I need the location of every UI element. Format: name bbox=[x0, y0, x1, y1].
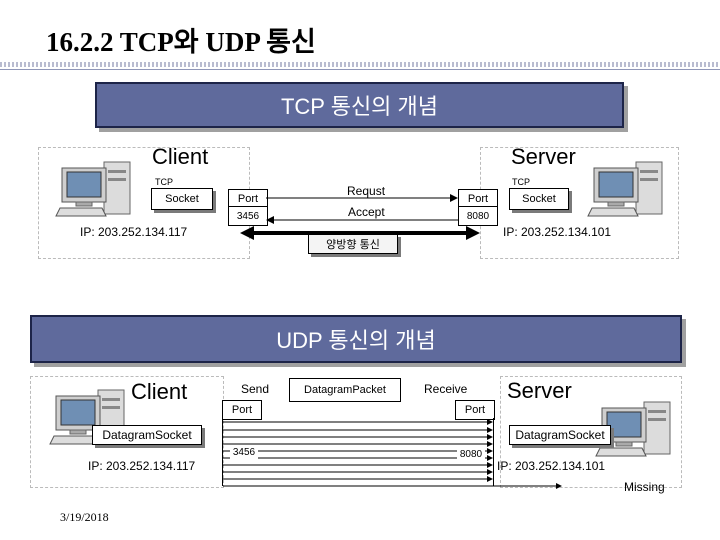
udp-packet-arrow-3 bbox=[223, 434, 493, 440]
tcp-client-port-number: 3456 bbox=[228, 206, 268, 226]
tcp-banner-label: TCP 통신의 개념 bbox=[280, 94, 439, 119]
udp-client-port-number: 3456 bbox=[230, 445, 258, 459]
tcp-bidirectional-text: 양방향 통신 bbox=[326, 239, 380, 251]
udp-client-datagram-socket: DatagramSocket bbox=[92, 425, 202, 445]
udp-server-port-line bbox=[493, 418, 494, 486]
tcp-bidirectional-arrow-left bbox=[240, 226, 254, 240]
tcp-request-arrow-head bbox=[450, 194, 458, 202]
udp-client-port-number-label: 3456 bbox=[232, 446, 256, 458]
udp-server-datagram-socket: DatagramSocket bbox=[509, 425, 611, 445]
tcp-server-socket-label: Socket bbox=[522, 193, 556, 205]
udp-client-port-label: Port bbox=[231, 404, 253, 416]
tcp-accept-label: Accept bbox=[348, 205, 385, 219]
udp-datagram-packet: DatagramPacket bbox=[289, 378, 401, 402]
udp-client-port-line bbox=[222, 418, 223, 486]
slide-title: 16.2.2 TCP와 UDP 통신 bbox=[46, 27, 316, 57]
udp-packet-arrow-5 bbox=[223, 448, 493, 454]
slide-date: 3/19/2018 bbox=[60, 510, 109, 524]
tcp-client-panel bbox=[38, 147, 250, 259]
udp-client-datagram-socket-label: DatagramSocket bbox=[102, 428, 192, 442]
tcp-server-port: Port bbox=[458, 189, 498, 209]
tcp-bidirectional-arrow-right bbox=[466, 226, 480, 240]
tcp-client-heading: Client bbox=[152, 144, 209, 169]
tcp-server-port-label: Port bbox=[467, 193, 489, 205]
tcp-server-port-number-label: 8080 bbox=[466, 210, 490, 222]
udp-send-label: Send bbox=[241, 382, 270, 396]
udp-packet-arrow-4 bbox=[223, 441, 493, 447]
tcp-client-port-number-label: 3456 bbox=[236, 210, 260, 222]
tcp-client-port-label: Port bbox=[237, 193, 259, 205]
udp-receive-label: Receive bbox=[424, 382, 468, 396]
udp-missing-arrow bbox=[223, 483, 562, 489]
udp-client-heading: Client bbox=[131, 379, 188, 404]
udp-banner-label: UDP 통신의 개념 bbox=[276, 328, 436, 353]
tcp-client-socket-label: Socket bbox=[165, 193, 199, 205]
tcp-server-heading: Server bbox=[511, 144, 576, 169]
udp-server-port: Port bbox=[455, 400, 495, 420]
udp-packet-arrow-6 bbox=[223, 455, 493, 461]
title-underline bbox=[0, 62, 720, 72]
udp-banner: UDP 통신의 개념 bbox=[30, 315, 682, 363]
tcp-client-port: Port bbox=[228, 189, 268, 209]
tcp-request-label: Requst bbox=[347, 184, 386, 198]
tcp-server-port-number: 8080 bbox=[458, 206, 498, 226]
udp-server-port-label: Port bbox=[464, 404, 486, 416]
tcp-server-socket: Socket bbox=[509, 188, 569, 210]
udp-server-port-number-label: 8080 bbox=[459, 448, 483, 460]
udp-packet-arrow-1 bbox=[223, 419, 493, 425]
tcp-client-protocol: TCP bbox=[155, 177, 173, 187]
tcp-banner: TCP 통신의 개념 bbox=[95, 82, 624, 128]
udp-packet-arrow-7 bbox=[223, 462, 493, 468]
udp-client-ip: IP: 203.252.134.117 bbox=[88, 459, 196, 473]
tcp-bidirectional-label: 양방향 통신 bbox=[308, 234, 398, 254]
udp-missing-label: Missing bbox=[624, 480, 665, 494]
udp-server-datagram-socket-label: DatagramSocket bbox=[515, 428, 605, 442]
udp-server-port-number: 8080 bbox=[457, 447, 485, 461]
udp-packet-arrow-2 bbox=[223, 427, 493, 433]
tcp-server-ip: IP: 203.252.134.101 bbox=[503, 225, 612, 239]
udp-packet-arrow-8 bbox=[223, 469, 493, 475]
tcp-server-protocol: TCP bbox=[512, 177, 530, 187]
udp-server-heading: Server bbox=[507, 378, 572, 403]
tcp-client-ip: IP: 203.252.134.117 bbox=[80, 225, 188, 239]
udp-client-port: Port bbox=[222, 400, 262, 420]
udp-packet-arrow-9 bbox=[223, 476, 493, 482]
udp-datagram-packet-label: DatagramPacket bbox=[304, 384, 386, 396]
udp-server-ip: IP: 203.252.134.101 bbox=[497, 459, 606, 473]
tcp-client-socket: Socket bbox=[151, 188, 213, 210]
tcp-accept-arrow-head bbox=[266, 216, 274, 224]
